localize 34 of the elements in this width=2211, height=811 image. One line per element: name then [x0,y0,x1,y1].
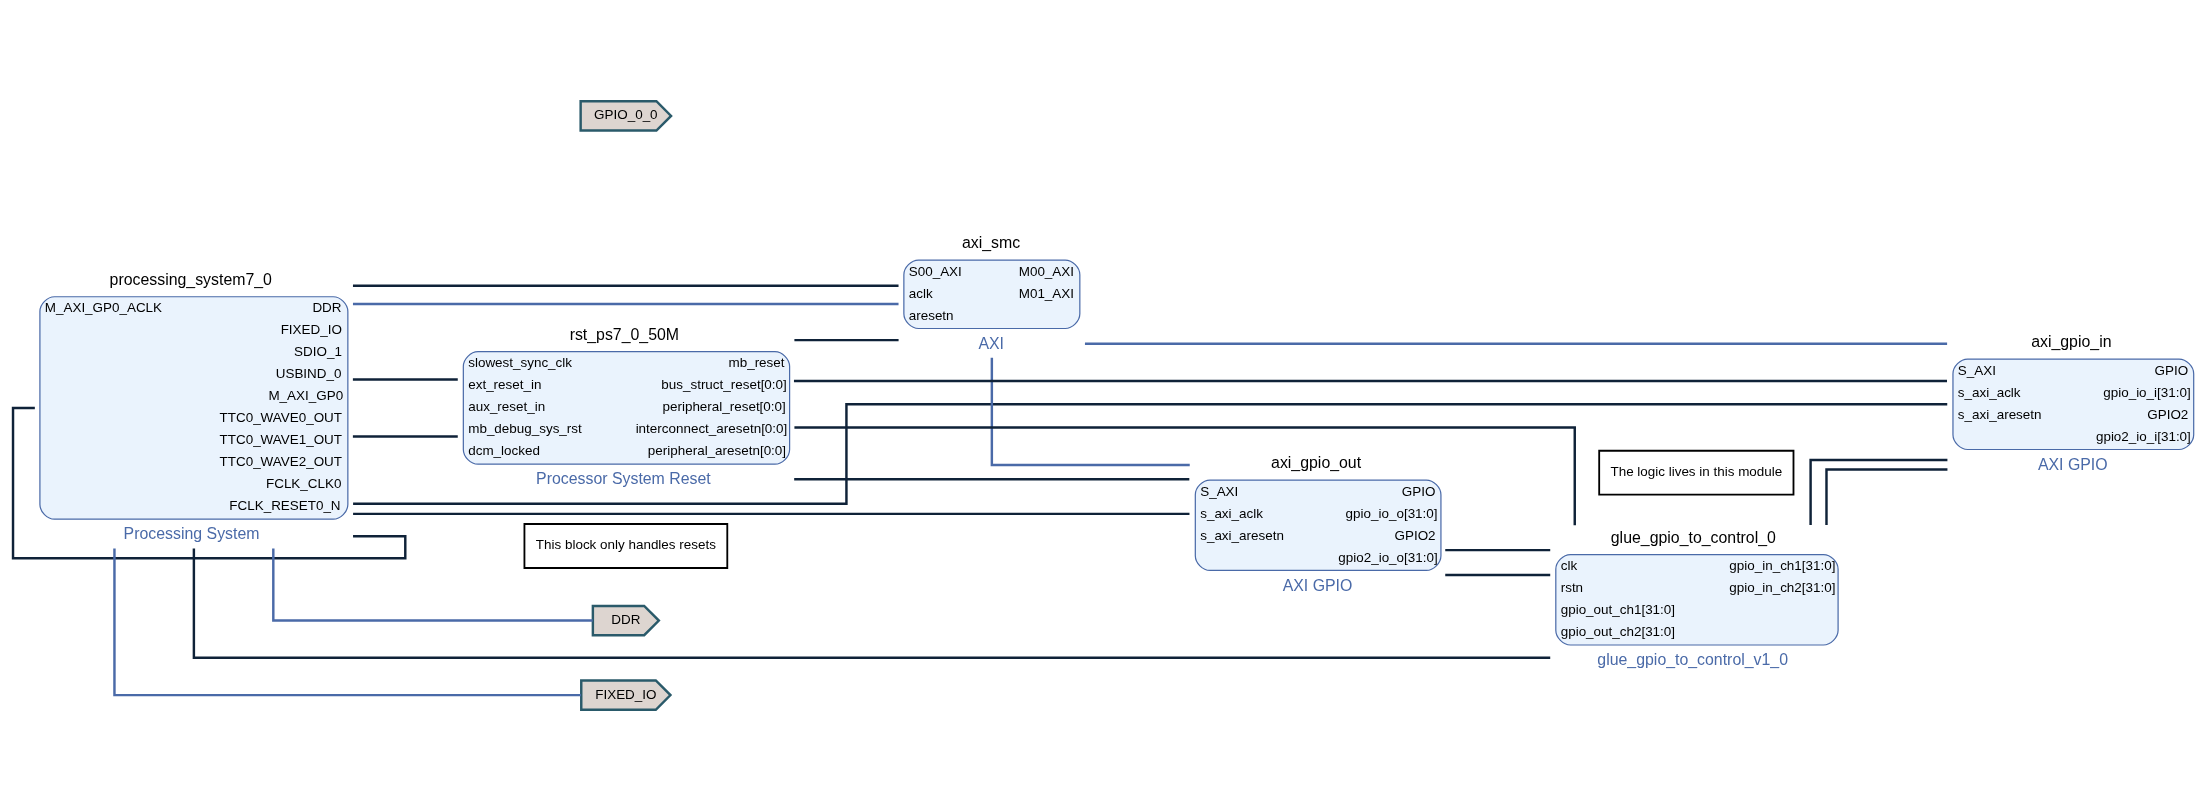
connector [352,378,458,381]
connector [794,338,899,342]
node-box: This block only handles resets [523,523,729,569]
node-label: AXI [978,334,1004,352]
node-label: processing_system7_0 [109,271,272,289]
connector [192,548,1551,660]
connector [1809,458,1948,526]
connector [113,548,581,697]
node-label: AXI GPIO [1282,576,1353,594]
node-label: Processor System Reset [536,470,711,488]
connector [272,548,593,622]
node-label: Processing System [123,525,260,543]
node-label: glue_gpio_to_control_v1_0 [1597,651,1789,669]
connector [1084,342,1948,345]
connector [1445,573,1551,577]
connector [11,406,407,560]
connector [793,379,1947,383]
node-label: axi_gpio_out [1271,454,1362,472]
node-label: axi_smc [961,234,1021,252]
node-label: glue_gpio_to_control_0 [1610,528,1776,546]
connector [794,478,1190,481]
connector [352,302,899,306]
connector [1445,548,1551,552]
connector [990,357,1190,467]
connector [794,426,1576,526]
node-box: The logic lives in this module [1598,449,1795,496]
node-label: axi_gpio_in [2031,333,2112,351]
connector [353,403,1948,505]
connector [353,512,1190,516]
connector [352,435,458,438]
connector [352,284,899,287]
node-label: AXI GPIO [2037,455,2108,473]
node-label: rst_ps7_0_50M [569,326,680,343]
connector [1825,468,1948,526]
